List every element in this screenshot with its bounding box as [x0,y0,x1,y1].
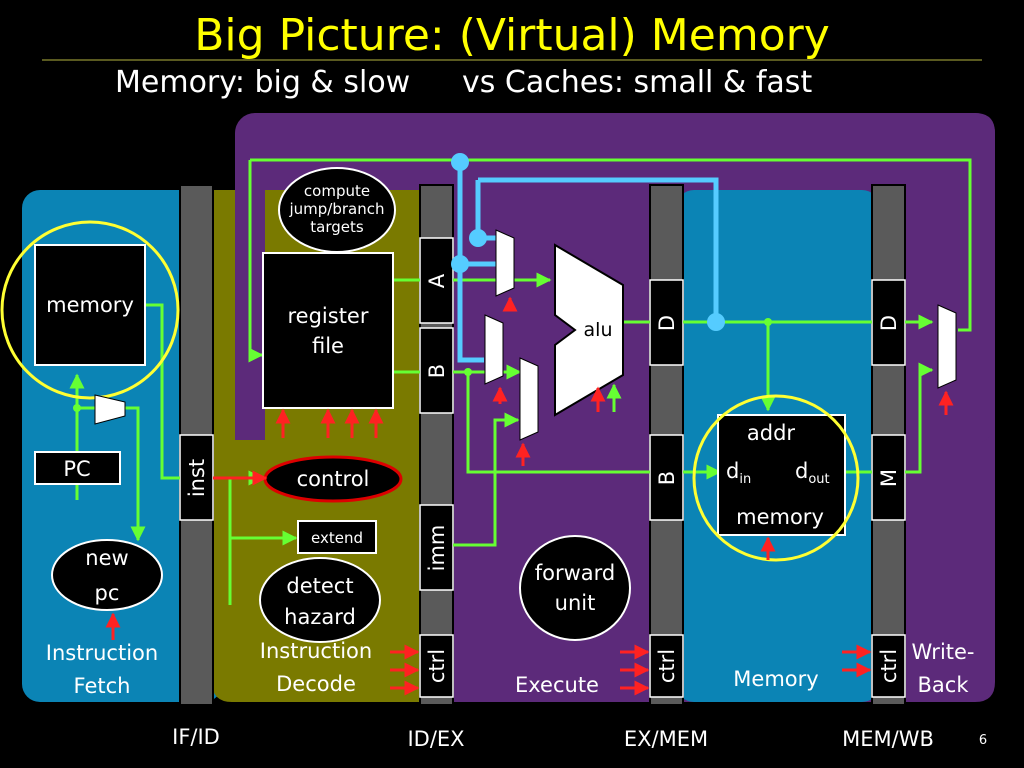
field-m-memwb-box [871,434,906,521]
compute-line1: compute [304,182,370,200]
register-file-line1: register [288,304,369,328]
compute-line3: targets [310,218,364,236]
field-ctrl-memwb: ctrl [877,649,901,683]
field-d-memwb: D [877,315,901,331]
subtitle-left: Memory: big & slow [115,65,410,100]
stage-memory: Memory [733,667,818,691]
stage-decode-line1: Instruction [260,639,372,663]
instruction-memory-label: memory [46,293,134,317]
compute-line2: jump/branch [288,200,384,218]
red-control-arrows [105,296,954,696]
plus4-label: +4 [100,400,122,418]
data-mem-label: memory [736,505,824,529]
new-pc-line1: new [85,546,128,570]
stage-fetch-line1: Instruction [46,641,158,665]
pc-register [34,451,121,485]
field-ctrl-exmem-box [649,634,684,698]
memory-highlight-circle [0,220,180,400]
field-inst: inst [185,459,209,497]
data-mem-dout: dout [795,459,830,487]
mux-a [495,229,515,297]
forward-unit-ellipse [519,535,631,641]
field-ctrl-memwb-box [871,634,906,698]
extend-box [297,520,377,554]
slide-title: Big Picture: (Virtual) Memory [194,10,830,61]
mux-b [484,314,504,385]
instruction-memory [34,244,146,366]
stage-execute: Execute [515,673,599,697]
label-mem-wb: MEM/WB [842,727,934,751]
page-number: 6 [979,733,987,748]
forward-node-d [707,313,725,331]
label-id-ex: ID/EX [407,727,464,751]
plus4-adder [94,394,126,425]
field-b: B [425,364,449,378]
mux-imm [519,357,539,441]
field-m-memwb: M [877,469,901,487]
data-mem-din: din [726,459,751,487]
pc-label: PC [63,457,90,481]
forward-node-b [451,255,469,273]
field-d-memwb-box [871,279,906,366]
data-mem-addr: addr [747,421,796,445]
field-d-exmem: D [655,315,679,331]
forward-line2: unit [555,591,596,615]
stage-fetch-line2: Fetch [74,674,131,698]
detect-line1: detect [286,574,353,598]
label-if-id: IF/ID [172,725,220,749]
field-b-exmem-box [649,434,684,521]
field-ctrl-idex: ctrl [425,649,449,683]
field-imm: imm [425,525,449,572]
data-memory [717,414,846,536]
field-b-exmem: B [655,471,679,485]
stage-decode-line2: Decode [276,672,356,696]
forward-node-top [451,153,469,171]
alu [554,243,624,417]
stage-writeback-line1: Write- [911,640,974,664]
label-ex-mem: EX/MEM [624,727,708,751]
new-pc-line2: pc [95,581,120,605]
mux-writeback [937,304,957,389]
forward-line1: forward [535,561,616,585]
data-memory-highlight-circle [692,394,860,562]
extend-label: extend [311,529,363,547]
register-file-line2: file [312,334,344,358]
control-label: control [297,467,370,491]
field-inst-box [179,434,214,521]
field-a: A [425,273,449,288]
new-pc-ellipse [51,539,163,611]
junction-dot-3 [73,404,81,412]
detect-hazard-ellipse [259,557,381,643]
detect-line2: hazard [284,605,356,629]
junction-dot-2 [464,368,472,376]
field-ctrl-exmem: ctrl [655,649,679,683]
field-a-box [419,237,454,324]
field-ctrl-idex-box [419,634,454,698]
field-imm-box [419,504,454,591]
forward-node-a [469,229,487,247]
junction-dot-1 [764,318,772,326]
subtitle-right: vs Caches: small & fast [462,65,812,100]
register-file [262,252,394,409]
stage-writeback-line2: Back [918,673,970,697]
alu-label: alu [584,319,613,341]
